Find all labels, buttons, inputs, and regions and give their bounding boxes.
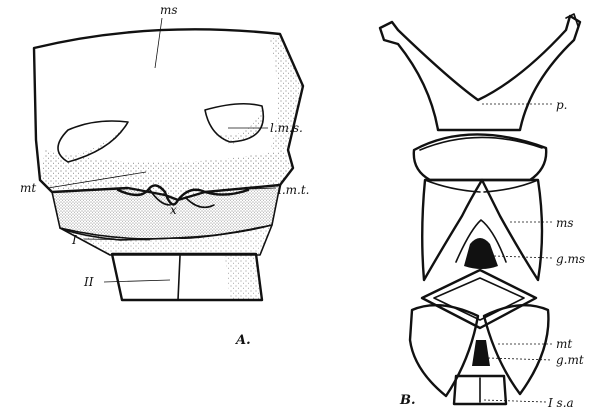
panel-b-mesothorax-left-edge bbox=[425, 180, 480, 192]
panel-b-label-gmt: g.mt bbox=[556, 353, 584, 367]
panel-a-label-I: I bbox=[71, 233, 77, 247]
panel-a-label-x: x bbox=[170, 203, 177, 217]
panel-a-label-ms: ms bbox=[160, 3, 178, 17]
panel-a-right-notch-shading bbox=[215, 108, 263, 144]
panel-b: p. ms g.ms mt g.mt I s.a B. bbox=[380, 14, 585, 410]
panel-b-mesothorax-right-edge bbox=[484, 180, 538, 192]
panel-b-label-gms: g.ms bbox=[556, 252, 585, 266]
panel-b-metathorax-left bbox=[410, 305, 478, 396]
panel-a-lead-II bbox=[104, 280, 170, 282]
panel-a-label-II: II bbox=[83, 275, 94, 289]
panel-a-panel-label: A. bbox=[234, 333, 251, 348]
panel-a-segment-II-shading bbox=[225, 254, 262, 300]
panel-a-label-mt: mt bbox=[20, 181, 36, 195]
panel-b-label-ms: ms bbox=[556, 216, 574, 230]
panel-a-lead-ms bbox=[155, 18, 162, 68]
panel-a-left-notch-shading bbox=[72, 124, 126, 158]
panel-b-metathorax-right bbox=[484, 305, 548, 394]
panel-a-label-lms: l.m.s. bbox=[270, 121, 303, 135]
panel-b-gmt-groove bbox=[472, 340, 490, 366]
panel-b-label-p: p. bbox=[556, 98, 568, 112]
panel-b-label-isa: I s.a bbox=[547, 396, 574, 410]
panel-a: ms l.m.s. mt l.m.t. x I II A. bbox=[20, 3, 309, 348]
panel-b-lead-gmt bbox=[488, 358, 552, 360]
panel-b-panel-label: B. bbox=[399, 393, 416, 408]
panel-b-gms-groove bbox=[464, 238, 498, 269]
panel-b-label-mt: mt bbox=[556, 337, 572, 351]
panel-a-segment-II-divider bbox=[178, 256, 180, 300]
panel-b-process bbox=[380, 16, 580, 130]
panel-a-label-lmt: l.m.t. bbox=[278, 183, 309, 197]
panel-b-lead-isa bbox=[484, 400, 546, 402]
panel-b-collar bbox=[414, 134, 546, 180]
